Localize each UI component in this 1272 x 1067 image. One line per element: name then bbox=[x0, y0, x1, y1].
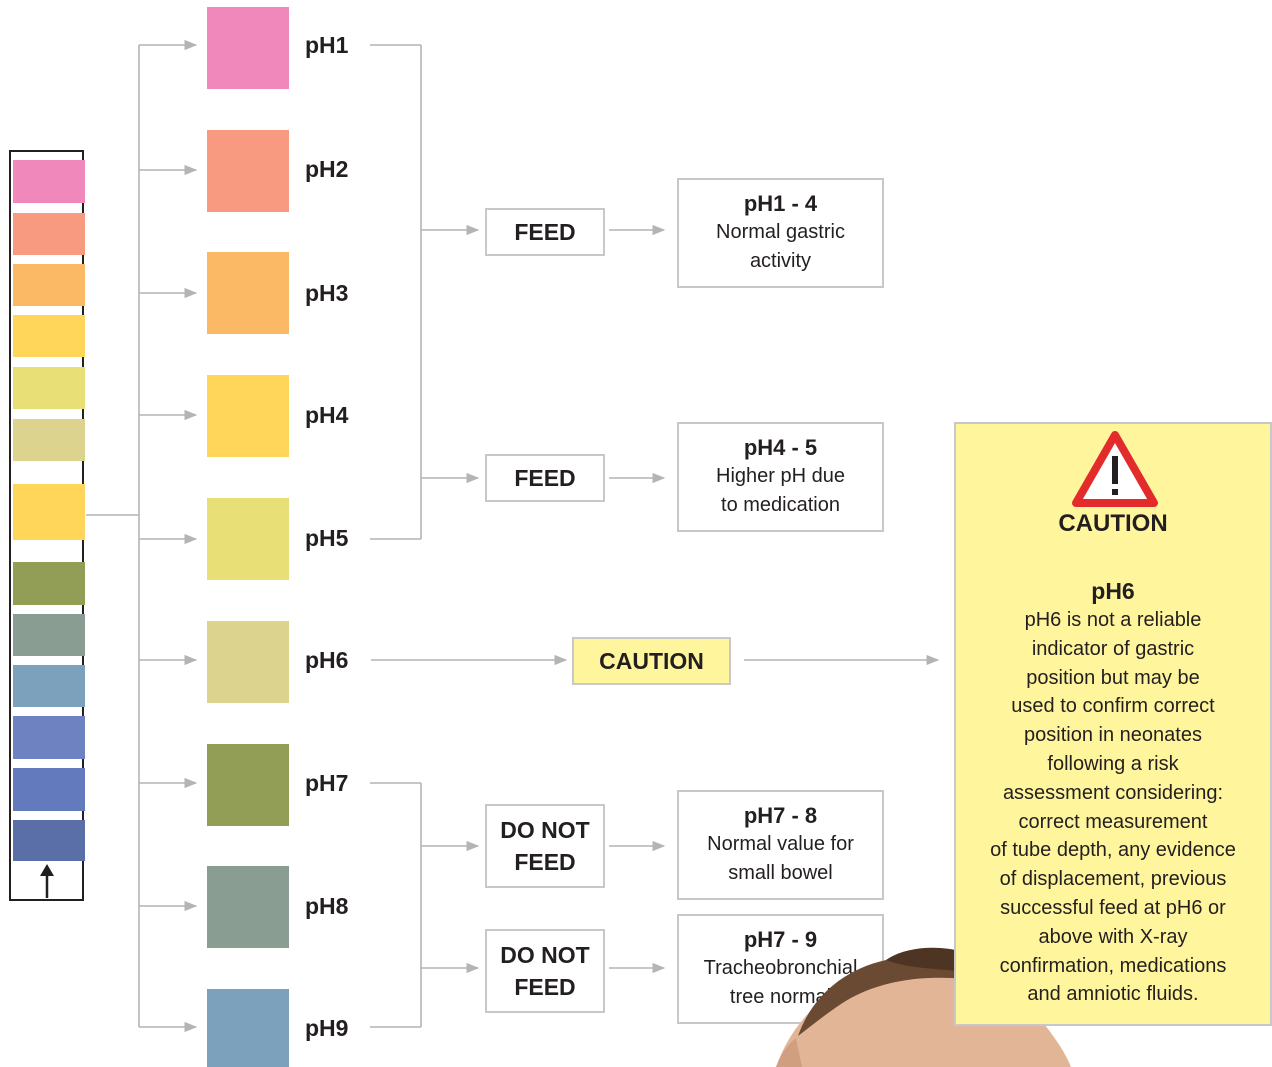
ph-label: pH3 bbox=[305, 280, 349, 306]
result-title: pH4 - 5 bbox=[743, 435, 818, 460]
caution-panel: CAUTION pH6 pH6 is not a reliable indica… bbox=[954, 422, 1272, 1026]
swatch-ph2 bbox=[207, 130, 289, 212]
do-not-feed-box: DO NOT FEED bbox=[485, 804, 605, 888]
up-arrow-icon bbox=[40, 864, 54, 898]
swatch-ph9 bbox=[207, 989, 289, 1067]
caution-line: of tube depth, any evidence bbox=[990, 839, 1236, 862]
result-line: to medication bbox=[721, 494, 840, 516]
swatch-ph7 bbox=[207, 744, 289, 826]
caution-line: pH6 is not a reliable bbox=[1024, 609, 1202, 631]
ph-label: pH2 bbox=[305, 156, 349, 182]
caution-line: and amniotic fluids. bbox=[1027, 983, 1199, 1006]
result-box: pH7 - 8 Normal value for small bowel bbox=[677, 790, 884, 900]
swatch-ph4 bbox=[207, 375, 289, 457]
result-title: pH1 - 4 bbox=[743, 191, 818, 216]
ph-label: pH6 bbox=[305, 647, 349, 673]
strip-pad bbox=[13, 484, 85, 540]
caution-line: position but may be bbox=[1026, 666, 1200, 689]
strip-pad bbox=[13, 820, 85, 861]
swatch-ph6 bbox=[207, 621, 289, 703]
caution-subheading: pH6 bbox=[1091, 578, 1135, 604]
caution-body: pH6 is not a reliable indicator of gastr… bbox=[964, 606, 1262, 1009]
ph-label: pH1 bbox=[305, 32, 349, 58]
caution-line: confirmation, medications bbox=[999, 954, 1227, 977]
feed-box: FEED bbox=[485, 208, 605, 256]
feed-label: FEED bbox=[514, 849, 576, 875]
strip-pad bbox=[13, 160, 85, 203]
caution-line: indicator of gastric bbox=[1031, 637, 1195, 660]
strip-pad bbox=[13, 716, 85, 759]
feed-label: FEED bbox=[514, 219, 576, 245]
strip-pad bbox=[13, 665, 85, 707]
result-box: pH1 - 4 Normal gastric activity bbox=[677, 178, 884, 288]
result-line: Higher pH due bbox=[716, 465, 845, 487]
ph-label: pH7 bbox=[305, 770, 349, 796]
ph-label: pH9 bbox=[305, 1015, 349, 1041]
ph-label: pH5 bbox=[305, 525, 349, 551]
result-line: activity bbox=[749, 250, 812, 272]
caution-line: of displacement, previous bbox=[999, 868, 1227, 891]
strip-pad bbox=[13, 367, 85, 409]
strip-pad bbox=[13, 315, 85, 357]
do-not-label: DO NOT bbox=[500, 942, 590, 968]
ph-indicator-strip bbox=[9, 150, 85, 901]
caution-line: following a risk bbox=[1047, 752, 1179, 775]
caution-line: above with X-ray bbox=[1038, 925, 1188, 948]
ph-label: pH8 bbox=[305, 893, 349, 919]
caution-label: CAUTION bbox=[599, 648, 704, 674]
do-not-feed-box: DO NOT FEED bbox=[485, 929, 605, 1013]
result-title: pH7 - 8 bbox=[743, 803, 818, 828]
caution-line: successful feed at pH6 or bbox=[1000, 896, 1226, 919]
result-line: tree normal bbox=[729, 986, 832, 1008]
swatch-ph5 bbox=[207, 498, 289, 580]
caution-line: position in neonates bbox=[1024, 724, 1202, 747]
swatch-ph8 bbox=[207, 866, 289, 948]
result-line: Normal gastric bbox=[716, 221, 845, 243]
strip-pad bbox=[13, 213, 85, 255]
caution-heading: CAUTION bbox=[1058, 510, 1168, 537]
strip-pad bbox=[13, 614, 85, 656]
feed-label: FEED bbox=[514, 465, 576, 491]
caution-line: assessment considering: bbox=[1002, 781, 1224, 804]
strip-pad bbox=[13, 562, 85, 605]
warning-triangle-icon bbox=[1072, 431, 1158, 507]
feed-label: FEED bbox=[514, 974, 576, 1000]
caution-line: correct measurement bbox=[1018, 810, 1208, 833]
ph-label: pH4 bbox=[305, 402, 349, 428]
swatch-ph3 bbox=[207, 252, 289, 334]
result-line: Normal value for bbox=[707, 833, 854, 855]
caution-line: used to confirm correct bbox=[1011, 695, 1215, 718]
result-box: pH4 - 5 Higher pH due to medication bbox=[677, 422, 884, 532]
swatch-ph1 bbox=[207, 7, 289, 89]
result-line: small bowel bbox=[728, 862, 833, 884]
strip-pad bbox=[13, 264, 85, 306]
strip-pad bbox=[13, 768, 85, 811]
result-title: pH7 - 9 bbox=[743, 927, 818, 952]
strip-pad bbox=[13, 419, 85, 461]
feed-box: FEED bbox=[485, 454, 605, 502]
result-line: Tracheobronchial bbox=[703, 957, 858, 979]
caution-box: CAUTION bbox=[572, 637, 731, 685]
do-not-label: DO NOT bbox=[500, 817, 590, 843]
